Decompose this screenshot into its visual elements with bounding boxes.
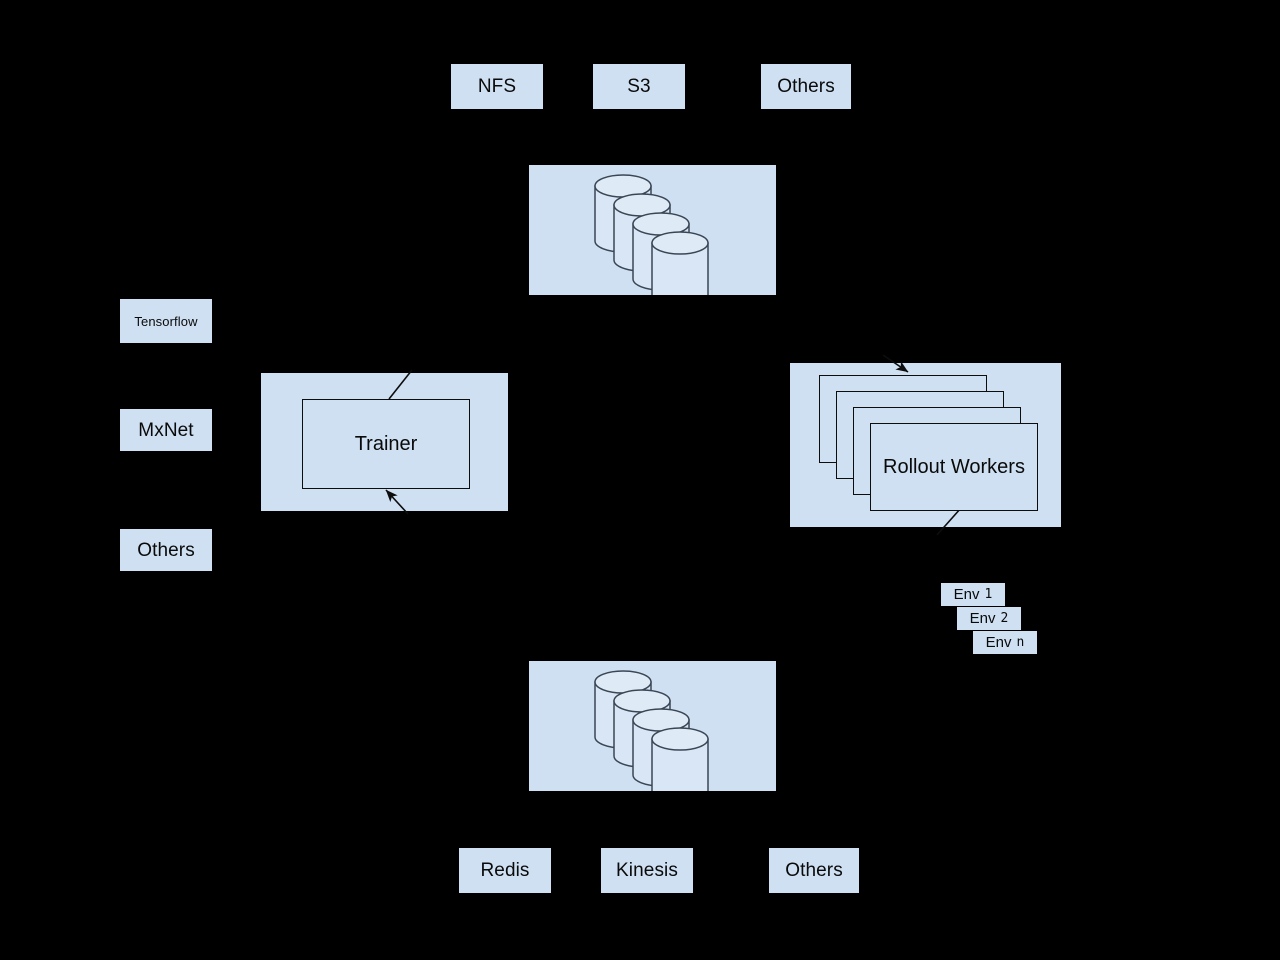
queue-backend-redis: Redis — [459, 848, 551, 893]
database-cylinder-stack-icon-bottom — [529, 661, 776, 806]
storage-backend-s3: S3 — [593, 64, 685, 109]
storage-backend-nfs-label: NFS — [477, 76, 517, 97]
environment-2-index: 2 — [1000, 611, 1009, 626]
queue-backend-others: Others — [769, 848, 859, 893]
cylinder-stack-svg — [594, 174, 709, 310]
storage-backend-nfs: NFS — [451, 64, 543, 109]
cylinder-stack-svg — [594, 670, 709, 806]
rollout-workers-label: Rollout Workers — [883, 455, 1025, 478]
environment-n: Env n — [973, 631, 1037, 654]
framework-others-label: Others — [137, 539, 195, 561]
environment-n-name: Env — [985, 634, 1012, 651]
framework-tensorflow: Tensorflow — [120, 299, 212, 343]
environment-1-index: 1 — [984, 587, 993, 602]
environment-n-index: n — [1016, 635, 1025, 650]
storage-backend-others-label: Others — [777, 76, 835, 97]
framework-mxnet: MxNet — [120, 409, 212, 451]
environment-1: Env 1 — [941, 583, 1005, 606]
queue-backend-kinesis-label: Kinesis — [616, 860, 678, 881]
database-cylinder-icon — [651, 231, 709, 310]
queue-backend-kinesis: Kinesis — [601, 848, 693, 893]
database-cylinder-stack-icon-top — [529, 165, 776, 310]
environment-2-name: Env — [969, 610, 996, 627]
queue-backend-redis-label: Redis — [480, 860, 530, 881]
trainer-box: Trainer — [302, 399, 470, 489]
environment-2: Env 2 — [957, 607, 1021, 630]
database-cylinder-icon — [651, 727, 709, 806]
storage-backend-s3-label: S3 — [627, 76, 651, 97]
environment-1-name: Env — [953, 586, 980, 603]
storage-backend-others: Others — [761, 64, 851, 109]
queue-backend-others-label: Others — [785, 860, 843, 881]
framework-tensorflow-label: Tensorflow — [134, 313, 198, 329]
rollout-workers-box: Rollout Workers — [870, 423, 1038, 511]
trainer-label: Trainer — [354, 432, 418, 455]
framework-others: Others — [120, 529, 212, 571]
framework-mxnet-label: MxNet — [138, 419, 194, 441]
